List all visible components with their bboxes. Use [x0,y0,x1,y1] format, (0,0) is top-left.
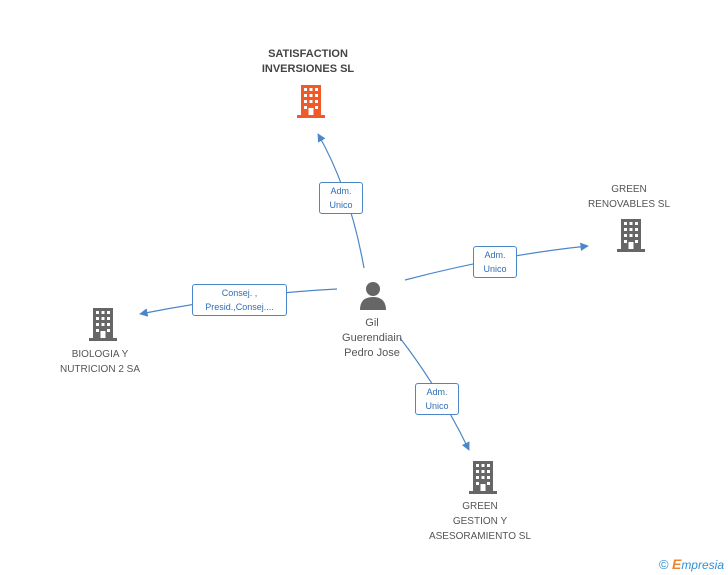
copyright-symbol: © [659,557,669,572]
company-label-green-gestion[interactable]: GREEN GESTION Y ASESORAMIENTO SL [428,501,532,542]
building-icon[interactable] [616,218,646,252]
company-label-satisfaction[interactable]: SATISFACTION INVERSIONES SL [261,48,355,75]
building-icon[interactable] [88,307,118,341]
building-icon[interactable] [468,460,498,494]
relation-badge-satisfaction[interactable]: Adm. Unico [319,182,363,214]
person-icon[interactable] [358,280,388,310]
relation-badge-biologia[interactable]: Consej. , Presid.,Consej.... [192,284,287,316]
relation-badge-green-gestion[interactable]: Adm. Unico [415,383,459,415]
person-label[interactable]: Gil Guerendiain Pedro Jose [342,317,402,359]
brand-footer: © Empresia [659,556,724,572]
company-label-biologia[interactable]: BIOLOGIA Y NUTRICION 2 SA [59,349,140,375]
company-label-green-renovables[interactable]: GREEN RENOVABLES SL [587,184,671,210]
building-icon[interactable] [296,84,326,118]
brand-logo-initial: E [671,556,682,572]
relation-badge-green-renovables[interactable]: Adm. Unico [473,246,517,278]
brand-logo-text: mpresia [681,558,724,572]
